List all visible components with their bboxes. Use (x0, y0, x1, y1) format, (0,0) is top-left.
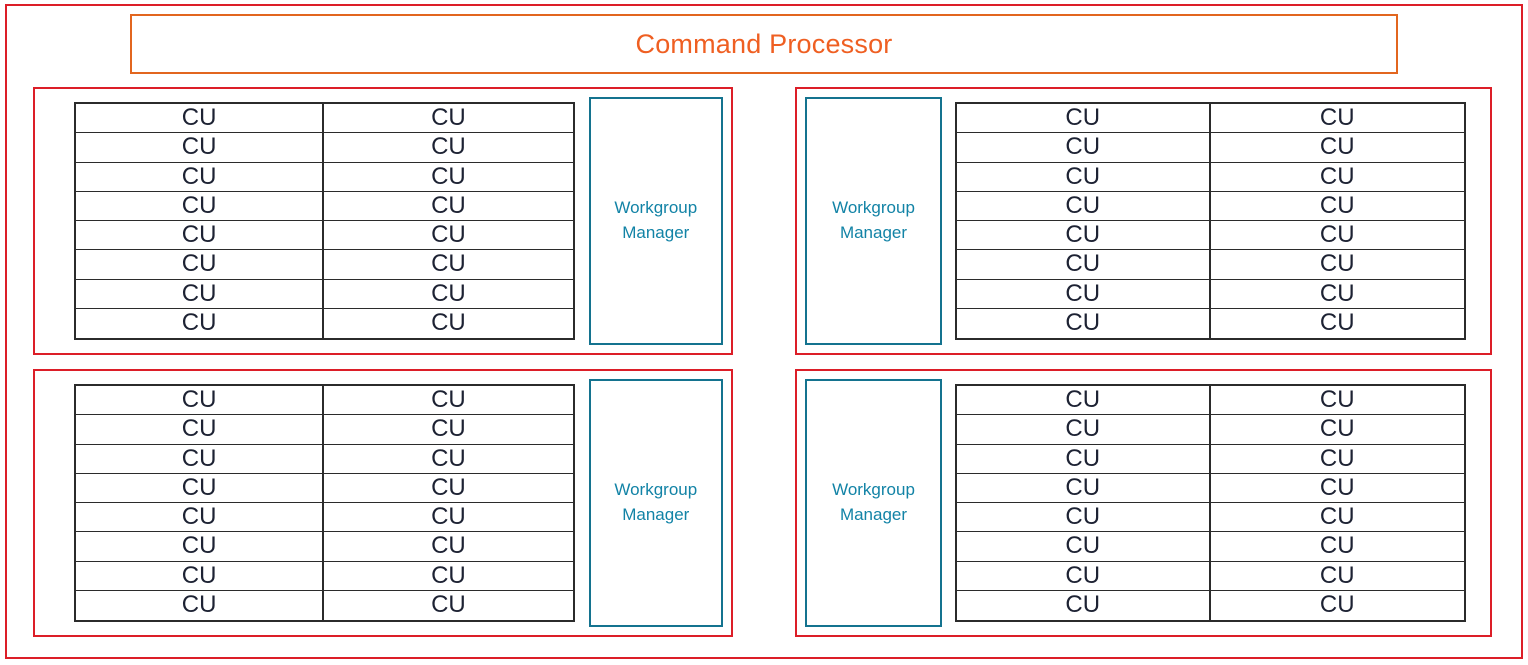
compute-unit-cell: CU (957, 308, 1211, 338)
compute-unit-cell: CU (324, 191, 573, 221)
workgroup-manager-label-line1: Workgroup (832, 480, 915, 500)
compute-unit-cell: CU (76, 473, 325, 503)
workgroup-manager-label: Workgroup Manager (614, 196, 697, 245)
compute-unit-cell: CU (957, 162, 1211, 192)
compute-unit-cell: CU (324, 590, 573, 620)
compute-unit-cell: CU (324, 162, 573, 192)
workgroup-manager-top-right: Workgroup Manager (805, 97, 942, 345)
workgroup-manager-bottom-right: Workgroup Manager (805, 379, 942, 627)
compute-unit-cell: CU (324, 250, 573, 280)
chip-outer-frame (5, 4, 1523, 659)
command-processor-label: Command Processor (635, 28, 893, 59)
compute-unit-cell: CU (1210, 221, 1464, 251)
compute-unit-cell: CU (324, 133, 573, 163)
compute-unit-cell: CU (76, 415, 325, 445)
compute-unit-cell: CU (324, 221, 573, 251)
workgroup-manager-label-line2: Manager (622, 223, 690, 242)
compute-unit-cell: CU (1210, 503, 1464, 533)
compute-unit-cell: CU (324, 104, 573, 134)
compute-unit-cell: CU (1210, 104, 1464, 134)
compute-unit-cell: CU (1210, 191, 1464, 221)
compute-unit-cell: CU (324, 503, 573, 533)
compute-unit-cell: CU (76, 104, 325, 134)
compute-unit-cell: CU (957, 250, 1211, 280)
workgroup-manager-bottom-left: Workgroup Manager (588, 379, 723, 627)
compute-unit-cell: CU (1210, 590, 1464, 620)
compute-unit-cell: CU (324, 279, 573, 309)
compute-unit-cell: CU (324, 386, 573, 416)
compute-unit-cell: CU (957, 590, 1211, 620)
workgroup-manager-label-line2: Manager (622, 505, 690, 524)
compute-unit-cell: CU (76, 386, 325, 416)
compute-unit-cell: CU (1210, 473, 1464, 503)
compute-unit-cell: CU (957, 133, 1211, 163)
compute-unit-cell: CU (76, 532, 325, 562)
workgroup-manager-top-left: Workgroup Manager (588, 97, 723, 345)
compute-unit-cell: CU (324, 561, 573, 591)
compute-unit-cell: CU (957, 561, 1211, 591)
compute-unit-cell: CU (76, 279, 325, 309)
compute-unit-cell: CU (324, 444, 573, 474)
compute-unit-cell: CU (1210, 532, 1464, 562)
compute-unit-cell: CU (324, 308, 573, 338)
compute-unit-cell: CU (957, 191, 1211, 221)
compute-unit-cell: CU (76, 162, 325, 192)
compute-unit-cell: CU (1210, 162, 1464, 192)
workgroup-manager-label-line1: Workgroup (614, 480, 698, 500)
compute-unit-cell: CU (957, 386, 1211, 416)
compute-unit-cell: CU (76, 561, 325, 591)
compute-unit-cell: CU (957, 473, 1211, 503)
compute-unit-cell: CU (324, 415, 573, 445)
compute-unit-cell: CU (324, 532, 573, 562)
compute-unit-cell: CU (76, 444, 325, 474)
compute-unit-cell: CU (1210, 561, 1464, 591)
workgroup-manager-label-line2: Manager (839, 223, 908, 242)
workgroup-manager-label: Workgroup Manager (614, 478, 697, 527)
compute-unit-cell: CU (957, 104, 1211, 134)
compute-unit-cell: CU (1210, 444, 1464, 474)
workgroup-manager-label: Workgroup Manager (832, 478, 915, 527)
compute-unit-cell: CU (1210, 279, 1464, 309)
compute-unit-cell: CU (76, 221, 325, 251)
compute-unit-cell: CU (76, 590, 325, 620)
workgroup-manager-label-line2: Manager (839, 505, 908, 524)
compute-unit-cell: CU (957, 532, 1211, 562)
compute-unit-cell: CU (76, 191, 325, 221)
compute-unit-cell: CU (957, 415, 1211, 445)
workgroup-manager-label-line1: Workgroup (614, 198, 698, 218)
compute-unit-cell: CU (1210, 133, 1464, 163)
workgroup-manager-label: Workgroup Manager (832, 196, 915, 245)
compute-unit-cell: CU (1210, 308, 1464, 338)
compute-unit-cell: CU (957, 221, 1211, 251)
compute-unit-cell: CU (957, 503, 1211, 533)
compute-unit-cell: CU (76, 308, 325, 338)
compute-unit-cell: CU (1210, 386, 1464, 416)
compute-unit-cell: CU (76, 133, 325, 163)
command-processor-block: Command Processor (130, 14, 1398, 74)
workgroup-manager-label-line1: Workgroup (832, 198, 915, 218)
compute-unit-cell: CU (324, 473, 573, 503)
compute-unit-cell: CU (76, 250, 325, 280)
compute-unit-cell: CU (957, 279, 1211, 309)
compute-unit-cell: CU (1210, 415, 1464, 445)
compute-unit-cell: CU (957, 444, 1211, 474)
compute-unit-cell: CU (1210, 250, 1464, 280)
compute-unit-cell: CU (76, 503, 325, 533)
